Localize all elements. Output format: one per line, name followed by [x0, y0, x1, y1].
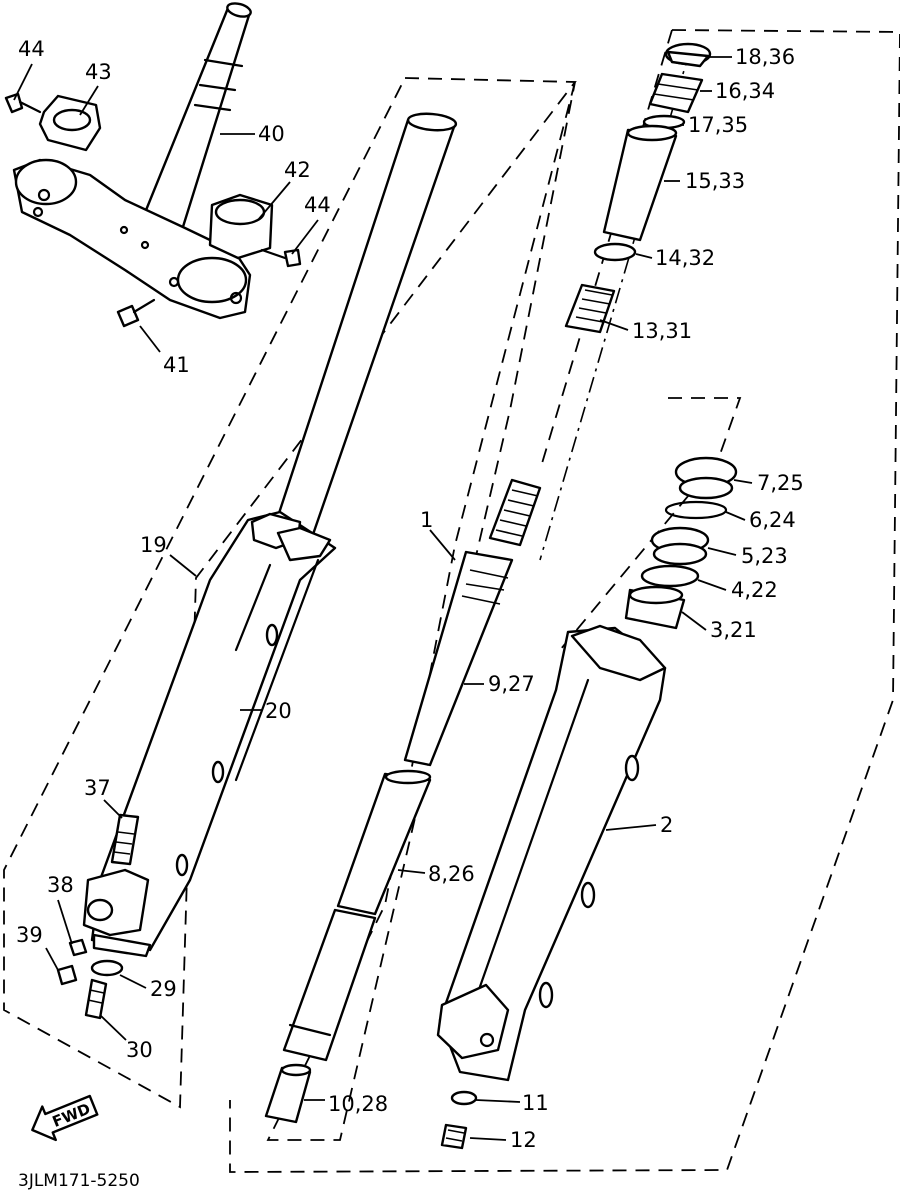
- callout-9-27: 9,27: [488, 672, 535, 696]
- oil-lock-piece-10: [264, 1066, 312, 1124]
- callout-44-top: 44: [18, 37, 45, 61]
- washer-29: [90, 959, 124, 977]
- callout-7-25: 7,25: [757, 471, 804, 495]
- callout-15-33: 15,33: [685, 169, 745, 193]
- callout-4-22: 4,22: [731, 578, 778, 602]
- left-outer-tube-assembly: [56, 510, 337, 1020]
- clip-6: [664, 500, 728, 520]
- callout-8-26: 8,26: [428, 862, 475, 886]
- nut-39: [56, 964, 78, 986]
- callout-13-31: 13,31: [632, 319, 692, 343]
- damper-cylinder: [282, 908, 377, 1062]
- callout-40: 40: [258, 122, 285, 146]
- tube-spacer-8: [336, 772, 432, 916]
- callout-16-34: 16,34: [715, 79, 775, 103]
- callout-41: 41: [163, 353, 190, 377]
- callout-10-28: 10,28: [328, 1092, 388, 1116]
- callout-30: 30: [126, 1038, 153, 1062]
- callout-29: 29: [150, 977, 177, 1001]
- callout-18-36: 18,36: [735, 45, 795, 69]
- bolt-44-top: [4, 92, 24, 114]
- callout-2: 2: [660, 813, 673, 837]
- fork-spacer-15: [602, 128, 678, 242]
- bolt-30: [84, 978, 108, 1020]
- washer-4: [640, 564, 700, 588]
- spring-13-upper: [564, 283, 616, 334]
- callout-43: 43: [85, 60, 112, 84]
- callout-14-32: 14,32: [655, 246, 715, 270]
- callout-3-21: 3,21: [710, 618, 757, 642]
- callout-20: 20: [265, 699, 292, 723]
- callout-37: 37: [84, 776, 111, 800]
- right-axle-holder: [436, 983, 510, 1060]
- callout-5-23: 5,23: [741, 544, 788, 568]
- callout-19: 19: [140, 533, 167, 557]
- callout-44-right: 44: [304, 193, 331, 217]
- callout-1: 1: [420, 508, 433, 532]
- callout-labels: 44 43 40 42 44 41 18,36 16,34 17,35 15,3…: [16, 37, 804, 1152]
- damper-rod: [403, 550, 514, 767]
- center-assembly-outline: [266, 81, 576, 1141]
- washer-11: [450, 1090, 478, 1106]
- callout-12: 12: [510, 1128, 537, 1152]
- fwd-direction-arrow: FWD: [31, 1094, 99, 1142]
- assembly-centerline: [539, 49, 691, 561]
- callout-11: 11: [522, 1091, 549, 1115]
- washer-14: [593, 242, 637, 262]
- bolt-41: [116, 304, 140, 328]
- callout-6-24: 6,24: [749, 508, 796, 532]
- right-assembly-outline: [229, 29, 900, 1173]
- outer-tube-outline: [559, 397, 742, 651]
- fork-cap-assembly: [593, 42, 712, 262]
- callout-42: 42: [284, 158, 311, 182]
- leader-lines: [13, 56, 753, 1141]
- callout-38: 38: [47, 873, 74, 897]
- oil-seal-stack: [624, 456, 738, 630]
- callout-17-35: 17,35: [688, 113, 748, 137]
- washer-38: [68, 938, 88, 957]
- under-bracket-assembly: [4, 2, 302, 328]
- right-outer-tube-assembly: [436, 624, 667, 1150]
- drawing-code: 3JLM171-5250: [18, 1171, 140, 1191]
- callout-39: 39: [16, 923, 43, 947]
- bolt-37: [110, 813, 140, 866]
- inner-tube: [260, 118, 457, 574]
- drain-bolt-12: [440, 1123, 468, 1150]
- damper-rod-assembly: [264, 283, 616, 1124]
